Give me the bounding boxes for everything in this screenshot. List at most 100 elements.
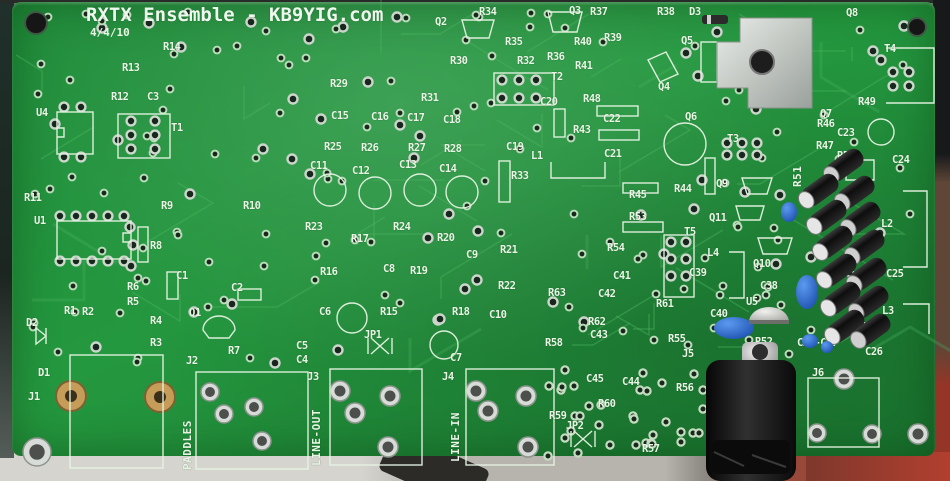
cap-outline-c6 — [336, 302, 368, 334]
connector-outline-j2-paddles — [195, 371, 309, 470]
silk-label-j6: J6 — [812, 367, 824, 379]
silk-label-j2: J2 — [186, 355, 198, 367]
silk-label-r14: R14 — [163, 41, 181, 53]
ic-outline-u1 — [56, 220, 132, 260]
silk-label-q9: Q9 — [716, 178, 728, 190]
silk-label-r1: R1 — [64, 305, 76, 317]
silk-label-r22: R22 — [498, 280, 516, 292]
silk-label-r20: R20 — [437, 232, 455, 244]
regulator-u5 — [749, 307, 789, 324]
silk-label-u4: U4 — [36, 107, 48, 119]
silk-label-r43: R43 — [573, 124, 591, 136]
electrolytic-capacitor — [815, 253, 857, 289]
silk-label-c18: C18 — [443, 114, 461, 126]
silk-label-t2: T2 — [551, 71, 563, 83]
silk-label-r47: R47 — [816, 140, 834, 152]
silk-label-r31: R31 — [421, 92, 439, 104]
transistor-outline-q2 — [461, 19, 495, 39]
transistor-outline-q3 — [547, 11, 583, 33]
silk-label-c17: C17 — [407, 112, 425, 124]
electrolytic-capacitor — [849, 313, 891, 349]
cap-outline-c2 — [237, 288, 262, 301]
resistor-outline-r43 — [598, 129, 640, 141]
silk-label-r17: R17 — [351, 233, 369, 245]
dc-barrel-jack — [706, 342, 796, 481]
silk-label-c9: C9 — [466, 249, 478, 261]
connector-holes — [22, 11, 929, 467]
silk-label-r30: R30 — [450, 55, 468, 67]
transistor-outline-q1 — [202, 315, 236, 339]
silk-label-r11: R11 — [24, 192, 42, 204]
silk-label-r12: R12 — [111, 91, 129, 103]
board-title: RXTX Ensemble - KB9YIG.com — [86, 4, 384, 26]
cap-outline-c23 — [867, 118, 895, 146]
silk-label-r19: R19 — [410, 265, 428, 277]
silk-label-r3: R3 — [150, 337, 162, 349]
silk-label-c7: C7 — [450, 352, 462, 364]
silk-label-r33: R33 — [511, 170, 529, 182]
resistor-outline-r45 — [622, 182, 659, 194]
silk-label-r38: R38 — [657, 6, 675, 18]
silk-label-r4: R4 — [150, 315, 162, 327]
silk-label-l2: L2 — [881, 218, 893, 230]
silk-label-jp2: JP2 — [566, 420, 584, 432]
silk-label-c44: C44 — [622, 376, 640, 388]
silk-label-c19: C19 — [506, 141, 524, 153]
silk-label-r26: R26 — [361, 142, 379, 154]
silk-label-r63: R63 — [548, 287, 566, 299]
silk-label-r24: R24 — [393, 221, 411, 233]
silk-label-r6: R6 — [127, 281, 139, 293]
silk-label-r34: R34 — [479, 6, 497, 18]
silk-label-q6: Q6 — [685, 111, 697, 123]
silk-label-c40: C40 — [710, 308, 728, 320]
electrolytic-capacitor — [819, 281, 861, 317]
transistor-outline-q6 — [663, 122, 707, 166]
silk-label-r46: R46 — [817, 118, 835, 130]
silk-label-c3: C3 — [147, 91, 159, 103]
resistor-outline-r8 — [137, 226, 149, 263]
silk-label-c10: C10 — [489, 309, 507, 321]
silk-label-r37: R37 — [590, 6, 608, 18]
silk-label-c1: C1 — [176, 270, 188, 282]
silk-label-c13: C13 — [399, 159, 417, 171]
background-red-object — [806, 452, 950, 481]
silk-label-r8: R8 — [150, 240, 162, 252]
cap-outline-c13 — [403, 173, 437, 207]
silk-label-q5: Q5 — [681, 35, 693, 47]
electrolytic-capacitor-bank — [797, 148, 891, 349]
electrolytic-capacitor — [823, 309, 865, 345]
cap-outline-c11 — [313, 173, 347, 207]
silk-label-c12: C12 — [352, 165, 370, 177]
silk-label-c42: C42 — [598, 288, 616, 300]
silk-label-c15: C15 — [331, 110, 349, 122]
silk-label-r23: R23 — [305, 221, 323, 233]
silk-label-t3: T3 — [727, 133, 739, 145]
silk-label-r32: R32 — [517, 55, 535, 67]
silk-label-q4: Q4 — [658, 81, 670, 93]
silk-label-j3: J3 — [307, 371, 319, 383]
transistor-outline-q11 — [735, 205, 765, 221]
silk-label-l4: L4 — [707, 247, 719, 259]
silk-label-u5: U5 — [746, 296, 758, 308]
silk-label-r28: R28 — [444, 143, 462, 155]
silk-label-q3: Q3 — [569, 5, 581, 17]
transistor-outline-q9 — [741, 177, 773, 195]
board-date: 4/4/10 — [90, 26, 130, 39]
silk-label-r58: R58 — [545, 337, 563, 349]
silk-label-c8: C8 — [383, 263, 395, 275]
blue-capacitors — [714, 202, 833, 353]
jumper-symbol-jp2 — [570, 430, 596, 448]
silk-label-r16: R16 — [320, 266, 338, 278]
silk-label-r56: R56 — [676, 382, 694, 394]
silk-label-l3: L3 — [882, 305, 894, 317]
silk-label-r10: R10 — [243, 200, 261, 212]
silk-label-c26: C26 — [865, 346, 883, 358]
silk-label-r54: R54 — [607, 242, 625, 254]
inductor-outline-l4 — [729, 251, 745, 299]
silk-label-c25: C25 — [886, 268, 904, 280]
diode-symbol-d2 — [35, 326, 48, 346]
